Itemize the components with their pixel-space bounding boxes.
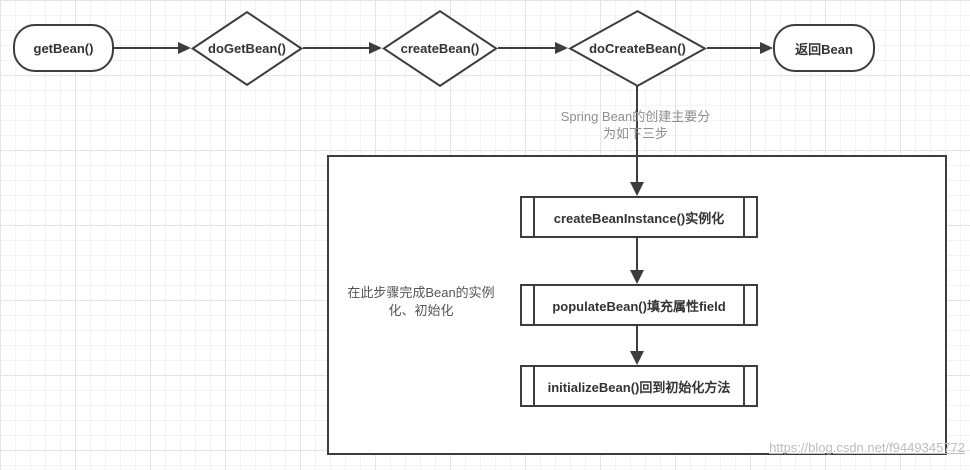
arrowhead-icon <box>369 42 382 54</box>
node-label: createBean() <box>400 41 480 56</box>
container-note: 在此步骤完成Bean的实例 化、初始化 <box>347 285 495 318</box>
arrowhead-icon <box>630 351 644 365</box>
node-label: doCreateBean() <box>589 41 686 56</box>
arrowhead-icon <box>630 270 644 284</box>
connector-dogetbean-createbean <box>303 42 382 54</box>
diamond-shape <box>568 10 707 87</box>
connector-step1-step2 <box>630 238 644 284</box>
step-populate-bean: populateBean()填充属性field <box>520 284 758 326</box>
step-label: createBeanInstance()实例化 <box>553 210 725 226</box>
arrow-shaft <box>114 47 182 49</box>
arrow-shaft <box>636 238 638 274</box>
creation-note: Spring Bean的创建主要分 为如下三步 <box>560 109 711 141</box>
diamond-shape <box>191 11 303 86</box>
node-getbean: getBean() <box>13 24 114 72</box>
node-label: doGetBean() <box>208 41 286 56</box>
connector-createbean-docreatebean <box>498 42 568 54</box>
step-label: populateBean()填充属性field <box>552 298 726 314</box>
arrowhead-icon <box>630 182 644 196</box>
step-initialize-bean: initializeBean()回到初始化方法 <box>520 365 758 407</box>
arrow-shaft <box>636 85 638 186</box>
connector-docreatebean-step1 <box>630 85 644 196</box>
step-label: initializeBean()回到初始化方法 <box>547 379 731 395</box>
arrow-shaft <box>636 326 638 355</box>
node-label: getBean() <box>33 40 94 56</box>
arrow-shaft <box>498 47 559 49</box>
node-createbean: createBean() <box>382 10 498 87</box>
csdn-watermark: https://blog.csdn.net/f9449345772 <box>769 440 965 455</box>
connector-getbean-dogetbean <box>114 42 191 54</box>
node-dogetbean: doGetBean() <box>191 11 303 86</box>
connector-step2-step3 <box>630 326 644 365</box>
node-label: 返回Bean <box>795 41 853 57</box>
arrow-shaft <box>707 47 764 49</box>
arrowhead-icon <box>760 42 773 54</box>
arrowhead-icon <box>178 42 191 54</box>
node-docreatebean: doCreateBean() <box>568 10 707 87</box>
arrow-shaft <box>303 47 373 49</box>
node-returnbean: 返回Bean <box>773 24 875 72</box>
arrowhead-icon <box>555 42 568 54</box>
diamond-shape <box>382 10 498 87</box>
step-create-bean-instance: createBeanInstance()实例化 <box>520 196 758 238</box>
connector-docreatebean-returnbean <box>707 42 773 54</box>
